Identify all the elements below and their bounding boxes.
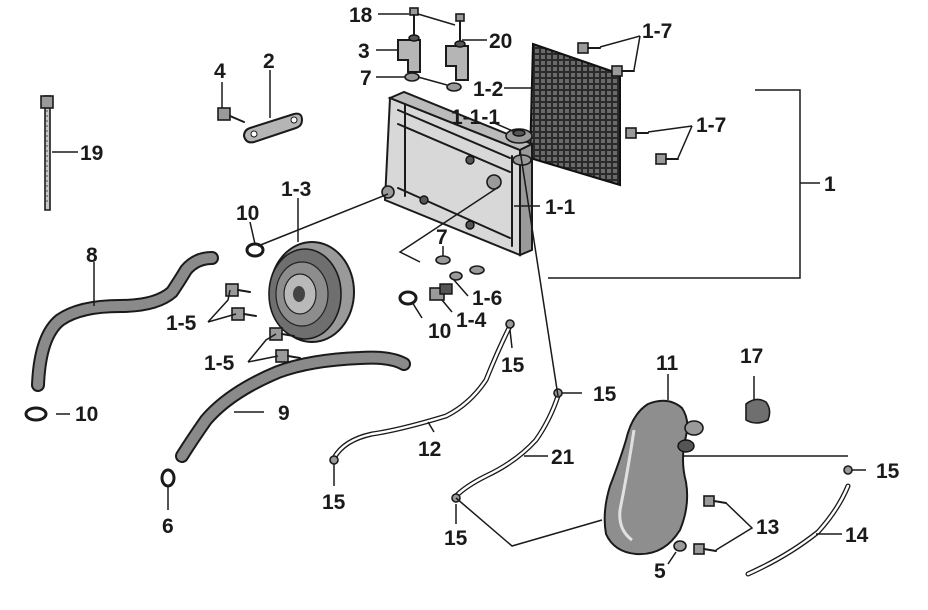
callout-7: 7 bbox=[436, 226, 448, 249]
bracket-icon bbox=[397, 39, 469, 81]
callout-1-6: 1-6 bbox=[472, 287, 502, 310]
callout-8: 8 bbox=[86, 244, 98, 267]
callout-15: 15 bbox=[322, 491, 346, 514]
washer-icon bbox=[673, 540, 687, 552]
callout-10: 10 bbox=[75, 403, 98, 426]
callout-15: 15 bbox=[501, 354, 525, 377]
bolt-icon bbox=[577, 42, 679, 165]
callout-15: 15 bbox=[444, 527, 468, 550]
radiator-cap-icon bbox=[505, 128, 533, 144]
callout-13: 13 bbox=[756, 516, 779, 539]
radiator-icon bbox=[381, 90, 535, 257]
callout-10: 10 bbox=[236, 202, 259, 225]
callout-1-2: 1-2 bbox=[473, 78, 503, 101]
cable-tie-icon bbox=[40, 95, 54, 211]
callout-6: 6 bbox=[162, 515, 174, 538]
callout-1-4: 1-4 bbox=[456, 309, 487, 332]
callout-1: 1 bbox=[824, 173, 836, 196]
breather-tube-icon bbox=[745, 483, 851, 577]
callout-21: 21 bbox=[551, 446, 575, 469]
callout-1-1-1: 1-1-1 bbox=[451, 106, 500, 129]
callout-14: 14 bbox=[845, 524, 869, 547]
callout-15: 15 bbox=[593, 383, 617, 406]
breather-tube-icon bbox=[331, 323, 513, 461]
callout-19: 19 bbox=[80, 142, 103, 165]
hose-icon bbox=[31, 251, 219, 392]
washer-icon bbox=[404, 34, 485, 275]
bolt-icon bbox=[217, 107, 245, 123]
callout-7: 7 bbox=[360, 67, 372, 90]
breather-tube-icon bbox=[453, 393, 561, 499]
reservoir-cap-icon bbox=[745, 398, 771, 424]
callout-2: 2 bbox=[263, 50, 275, 73]
radiator-screen-icon bbox=[528, 42, 621, 187]
fan-icon bbox=[268, 241, 355, 343]
leader-lines bbox=[52, 13, 866, 565]
callout-1-7: 1-7 bbox=[696, 114, 726, 137]
washer-icon bbox=[449, 271, 463, 281]
callout-10: 10 bbox=[428, 320, 451, 343]
callout-15: 15 bbox=[876, 460, 900, 483]
callout-11: 11 bbox=[656, 352, 679, 375]
callout-1-5: 1-5 bbox=[204, 352, 235, 375]
bolt-icon bbox=[693, 495, 727, 555]
callout-17: 17 bbox=[740, 345, 763, 368]
callout-1-1: 1-1 bbox=[545, 196, 576, 219]
bolt-icon bbox=[409, 7, 465, 41]
callout-3: 3 bbox=[358, 40, 370, 63]
callout-4: 4 bbox=[214, 60, 226, 83]
callout-9: 9 bbox=[278, 402, 290, 425]
tube-clamp-icon bbox=[329, 319, 853, 503]
callout-12: 12 bbox=[418, 438, 441, 461]
callout-1-7: 1-7 bbox=[642, 20, 672, 43]
callout-5: 5 bbox=[654, 560, 666, 583]
stay-bracket-icon bbox=[242, 112, 304, 144]
sensor-icon bbox=[429, 283, 453, 301]
callout-labels: 18 20 3 7 1-7 4 2 1-2 1-1-1 1-7 19 1 1-3… bbox=[75, 4, 900, 583]
hose-icon bbox=[175, 350, 411, 463]
callout-1-3: 1-3 bbox=[281, 178, 311, 201]
callout-1-5: 1-5 bbox=[166, 312, 197, 335]
callout-18: 18 bbox=[349, 4, 373, 27]
coolant-reservoir-icon bbox=[603, 399, 704, 556]
callout-20: 20 bbox=[489, 30, 512, 53]
